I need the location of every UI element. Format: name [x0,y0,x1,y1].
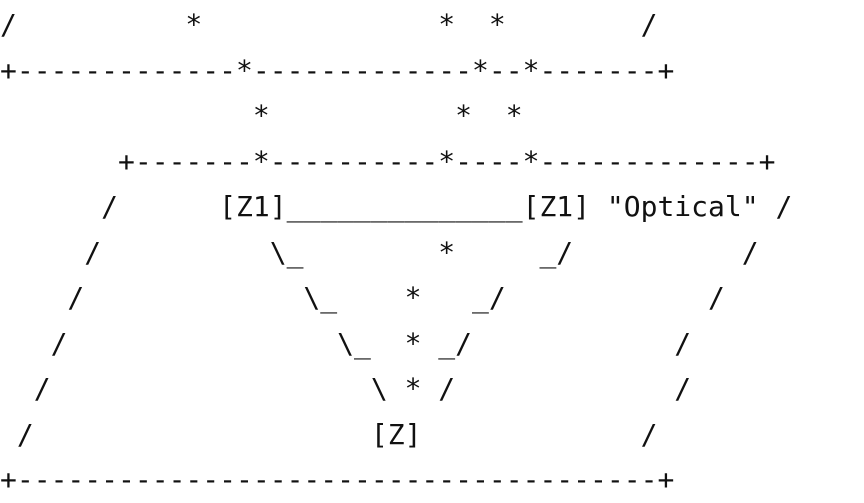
diagram-line-3: * * * [0,99,523,132]
diagram-line-8: / \_ * _/ / [0,326,692,360]
diagram-line-4: +-------*----------*----*-------------+ [0,144,776,178]
diagram-line-2: +-------------*-------------*--*-------+ [0,53,675,87]
diagram-line-5: / [Z1]______________[Z1] "Optical" / [0,190,793,223]
diagram-line-7: / \_ * _/ / [0,281,725,314]
ascii-diagram: / * * * / +-------------*-------------*--… [0,2,792,503]
diagram-line-10: / [Z] / [0,417,658,451]
diagram-line-11: +--------------------------------------+ [0,463,675,496]
diagram-line-1: / * * * / [0,8,658,41]
diagram-line-6: / \_ * _/ / [0,235,759,269]
diagram-line-9: / \ * / / [0,372,692,405]
